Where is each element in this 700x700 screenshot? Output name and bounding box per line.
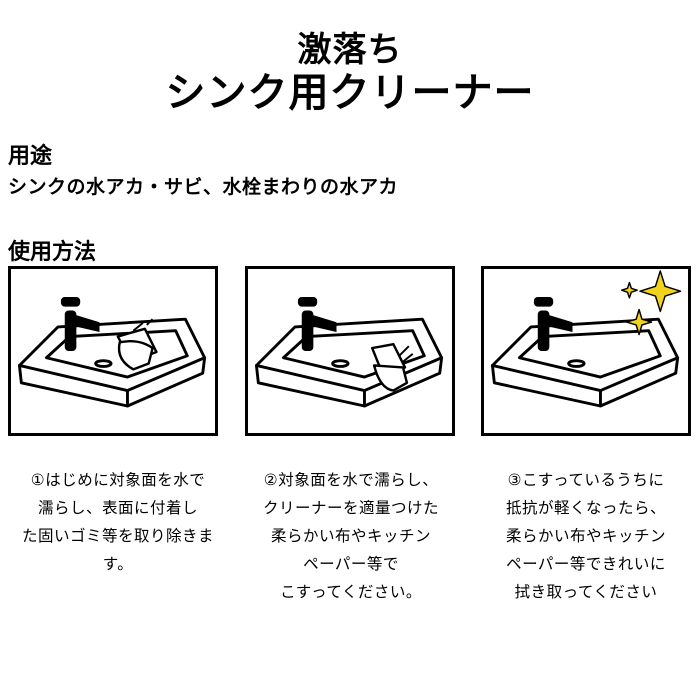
step1-illustration bbox=[8, 266, 218, 436]
usage-text: シンクの水アカ・サビ、水栓まわりの水アカ bbox=[8, 176, 399, 198]
usage-heading: 用途 bbox=[8, 144, 53, 169]
step1-text: ①はじめに対象面を水で 濡らし、表面に付着し た固いゴミ等を取り除きま す。 bbox=[21, 471, 214, 573]
product-title-line1: 激落ち bbox=[297, 30, 403, 70]
method-heading: 使用方法 bbox=[8, 240, 97, 265]
hand-with-cloth-icon bbox=[116, 318, 158, 371]
step2-text: ②対象面を水で濡らし、 クリーナーを適量つけた 柔らかい布やキッチン ペーパー等… bbox=[262, 471, 439, 601]
sparkle-icon bbox=[620, 270, 682, 336]
faucet-icon bbox=[533, 296, 573, 351]
faucet-icon bbox=[60, 296, 100, 351]
sink-illustration bbox=[254, 296, 444, 408]
sink-illustration bbox=[490, 270, 682, 408]
step2-illustration bbox=[245, 266, 455, 436]
step3-illustration bbox=[481, 266, 691, 436]
hand-with-cloth-icon bbox=[370, 343, 414, 392]
product-title-line2: シンク用クリーナー bbox=[165, 70, 535, 116]
faucet-icon bbox=[297, 296, 337, 351]
step3-text: ③こすっているうちに 抵抗が軽くなったら、 柔らかい布やキッチン ペーパー等でき… bbox=[505, 471, 666, 601]
sink-illustration bbox=[17, 296, 207, 408]
